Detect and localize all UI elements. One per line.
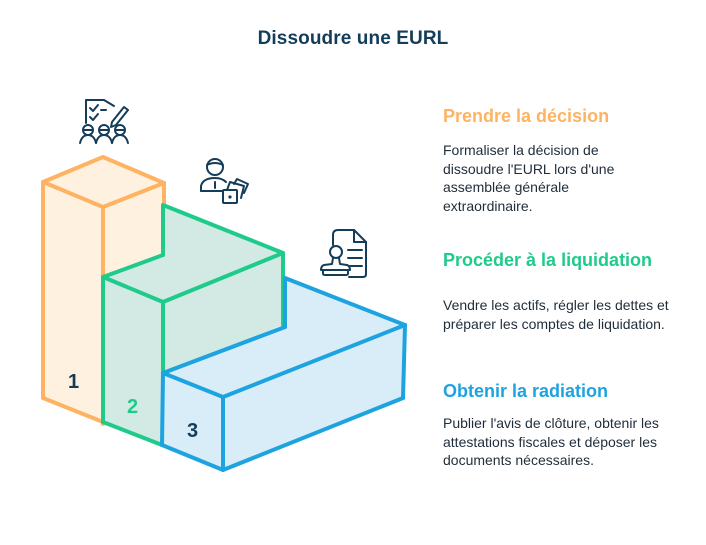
step-1-heading: Prendre la décision [443, 106, 610, 126]
step-2-heading: Procéder à la liquidation [443, 250, 653, 270]
step-3-text: Obtenir la radiation Publier l'avis de c… [443, 380, 693, 470]
step-3-description: Publier l'avis de clôture, obtenir les a… [443, 415, 659, 468]
diagram-title: Dissoudre une EURL [257, 28, 449, 49]
step-3-heading: Obtenir la radiation [443, 381, 609, 401]
step-1-number: 1 [68, 371, 80, 393]
step-2-number: 2 [127, 396, 139, 418]
step-2-text: Procéder à la liquidation Vendre les act… [443, 249, 693, 333]
person-with-cash-icon [200, 158, 249, 204]
step-1-text: Prendre la décision Formaliser la décisi… [443, 105, 693, 215]
step-1-description: Formaliser la décision de dissoudre l'EU… [443, 142, 615, 214]
step-3-number: 3 [187, 420, 199, 442]
stamp-document-icon [320, 229, 367, 278]
step-3-block [160, 276, 407, 472]
checklist-team-signing-icon [79, 99, 129, 144]
step-2-description: Vendre les actifs, régler les dettes et … [443, 297, 669, 332]
